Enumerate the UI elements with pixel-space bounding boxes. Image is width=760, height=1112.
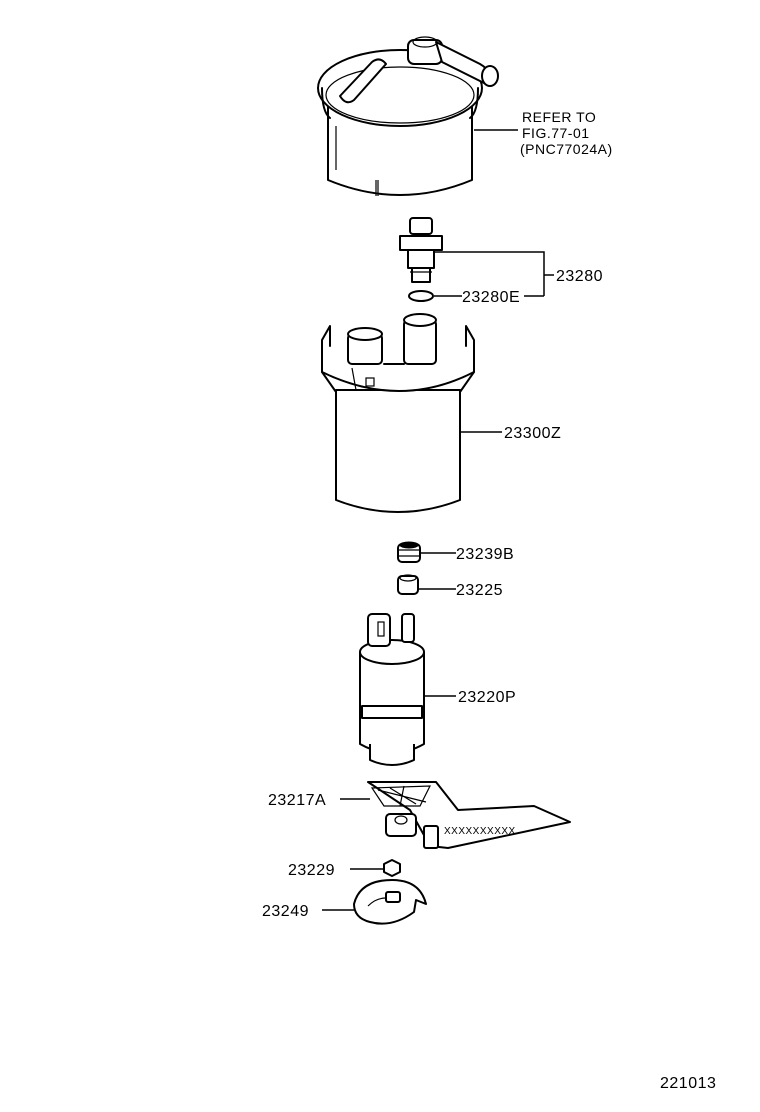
label-23280E: 23280E (462, 289, 520, 306)
o-ring (408, 290, 434, 302)
label-23217A: 23217A (268, 792, 326, 809)
filter-cover-assembly (317, 36, 499, 196)
rubber-cushion (397, 541, 421, 563)
fuel-suction-filter (367, 781, 571, 849)
refer-note-line3: (PNC77024A) (520, 141, 613, 157)
label-23229: 23229 (288, 862, 335, 879)
label-23300Z: 23300Z (504, 425, 561, 442)
insulator (397, 574, 419, 595)
fuel-filter (321, 313, 475, 513)
label-23239B: 23239B (456, 546, 514, 563)
clip (383, 859, 401, 877)
fuel-pump (359, 613, 425, 766)
figure-number: 221013 (660, 1075, 716, 1092)
filter-marking: XXXXXXXXXX (444, 826, 516, 837)
refer-note-line1: REFER TO (522, 109, 596, 125)
label-23249: 23249 (262, 903, 309, 920)
pump-retainer (353, 879, 427, 925)
label-23280: 23280 (556, 268, 603, 285)
label-23220P: 23220P (458, 689, 516, 706)
pressure-regulator (399, 217, 443, 283)
label-23225: 23225 (456, 582, 503, 599)
refer-note-line2: FIG.77-01 (522, 125, 590, 141)
leader-bracket-23280 (434, 251, 554, 296)
